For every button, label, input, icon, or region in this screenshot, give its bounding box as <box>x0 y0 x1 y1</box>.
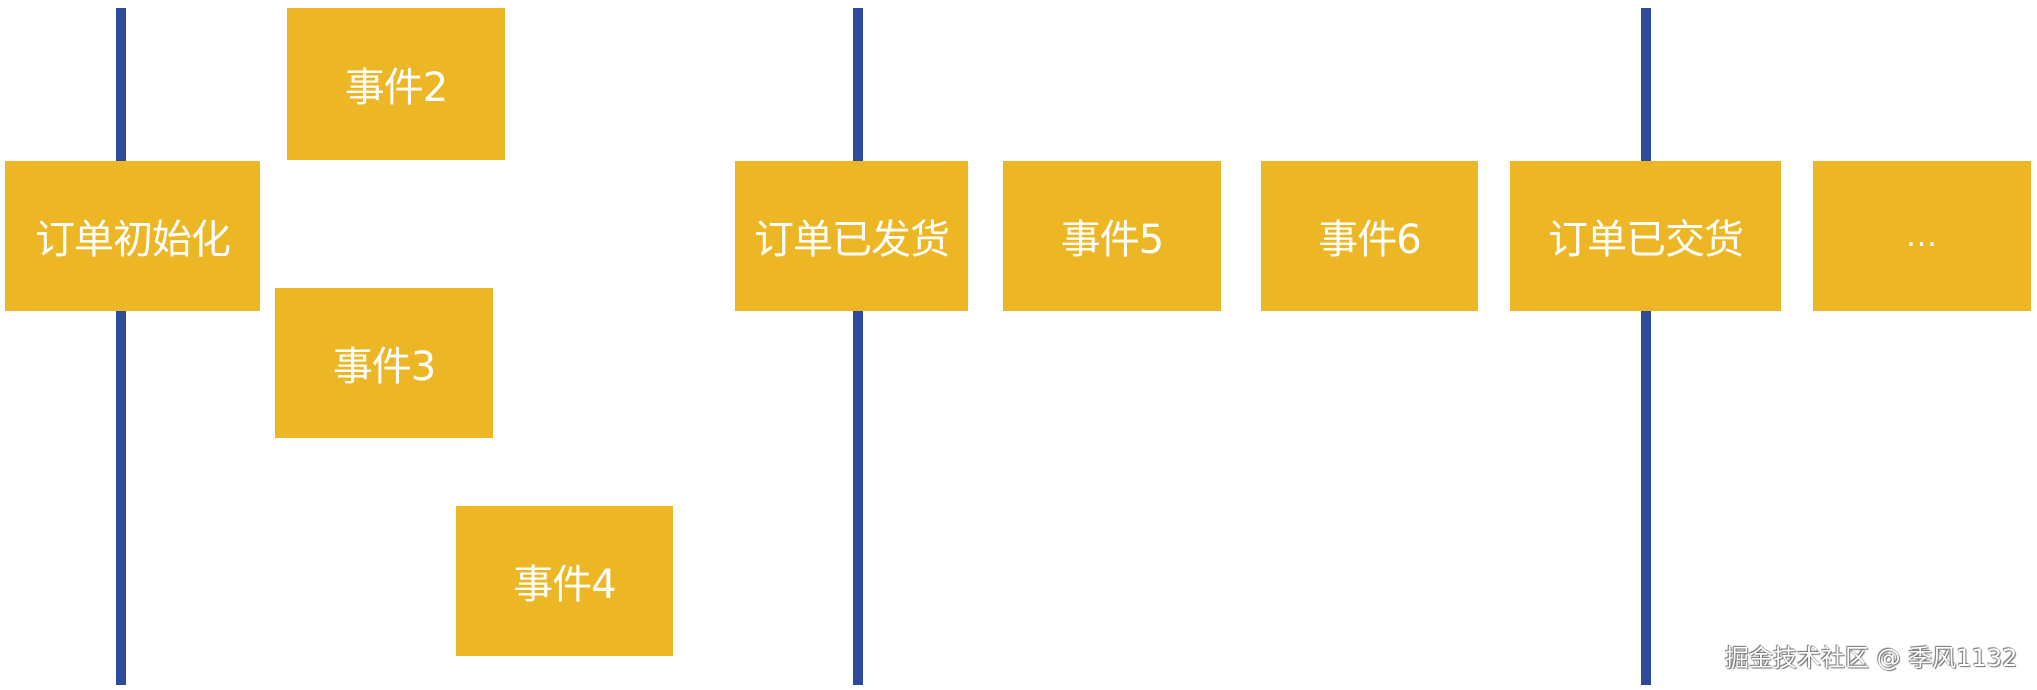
milestone-line-order-initialized <box>116 8 126 685</box>
event-box-event-5: 事件5 <box>1003 161 1221 311</box>
event-label: 事件3 <box>332 344 436 390</box>
event-label: 事件5 <box>1060 217 1164 263</box>
event-label: 事件2 <box>344 65 448 111</box>
milestone-line-order-delivered <box>1641 8 1651 685</box>
event-box-order-delivered: 订单已交货 <box>1510 161 1781 311</box>
event-box-continuation: ... <box>1813 161 2031 311</box>
event-box-order-shipped: 订单已发货 <box>735 161 968 311</box>
event-label: 事件6 <box>1318 217 1421 263</box>
event-label: 订单已交货 <box>1548 217 1744 263</box>
event-box-event-4: 事件4 <box>456 506 673 656</box>
event-label: 订单初始化 <box>35 217 231 263</box>
milestone-line-order-shipped <box>853 8 863 685</box>
ellipsis-label: ... <box>1906 218 1938 254</box>
event-label: 订单已发货 <box>754 217 950 263</box>
event-box-event-6: 事件6 <box>1261 161 1478 311</box>
event-box-event-3: 事件3 <box>275 288 493 438</box>
watermark: 掘金技术社区 @ 季风1132 <box>1725 644 2018 672</box>
event-box-order-initialized: 订单初始化 <box>5 161 260 311</box>
event-box-event-2: 事件2 <box>287 8 505 160</box>
event-label: 事件4 <box>513 562 616 608</box>
